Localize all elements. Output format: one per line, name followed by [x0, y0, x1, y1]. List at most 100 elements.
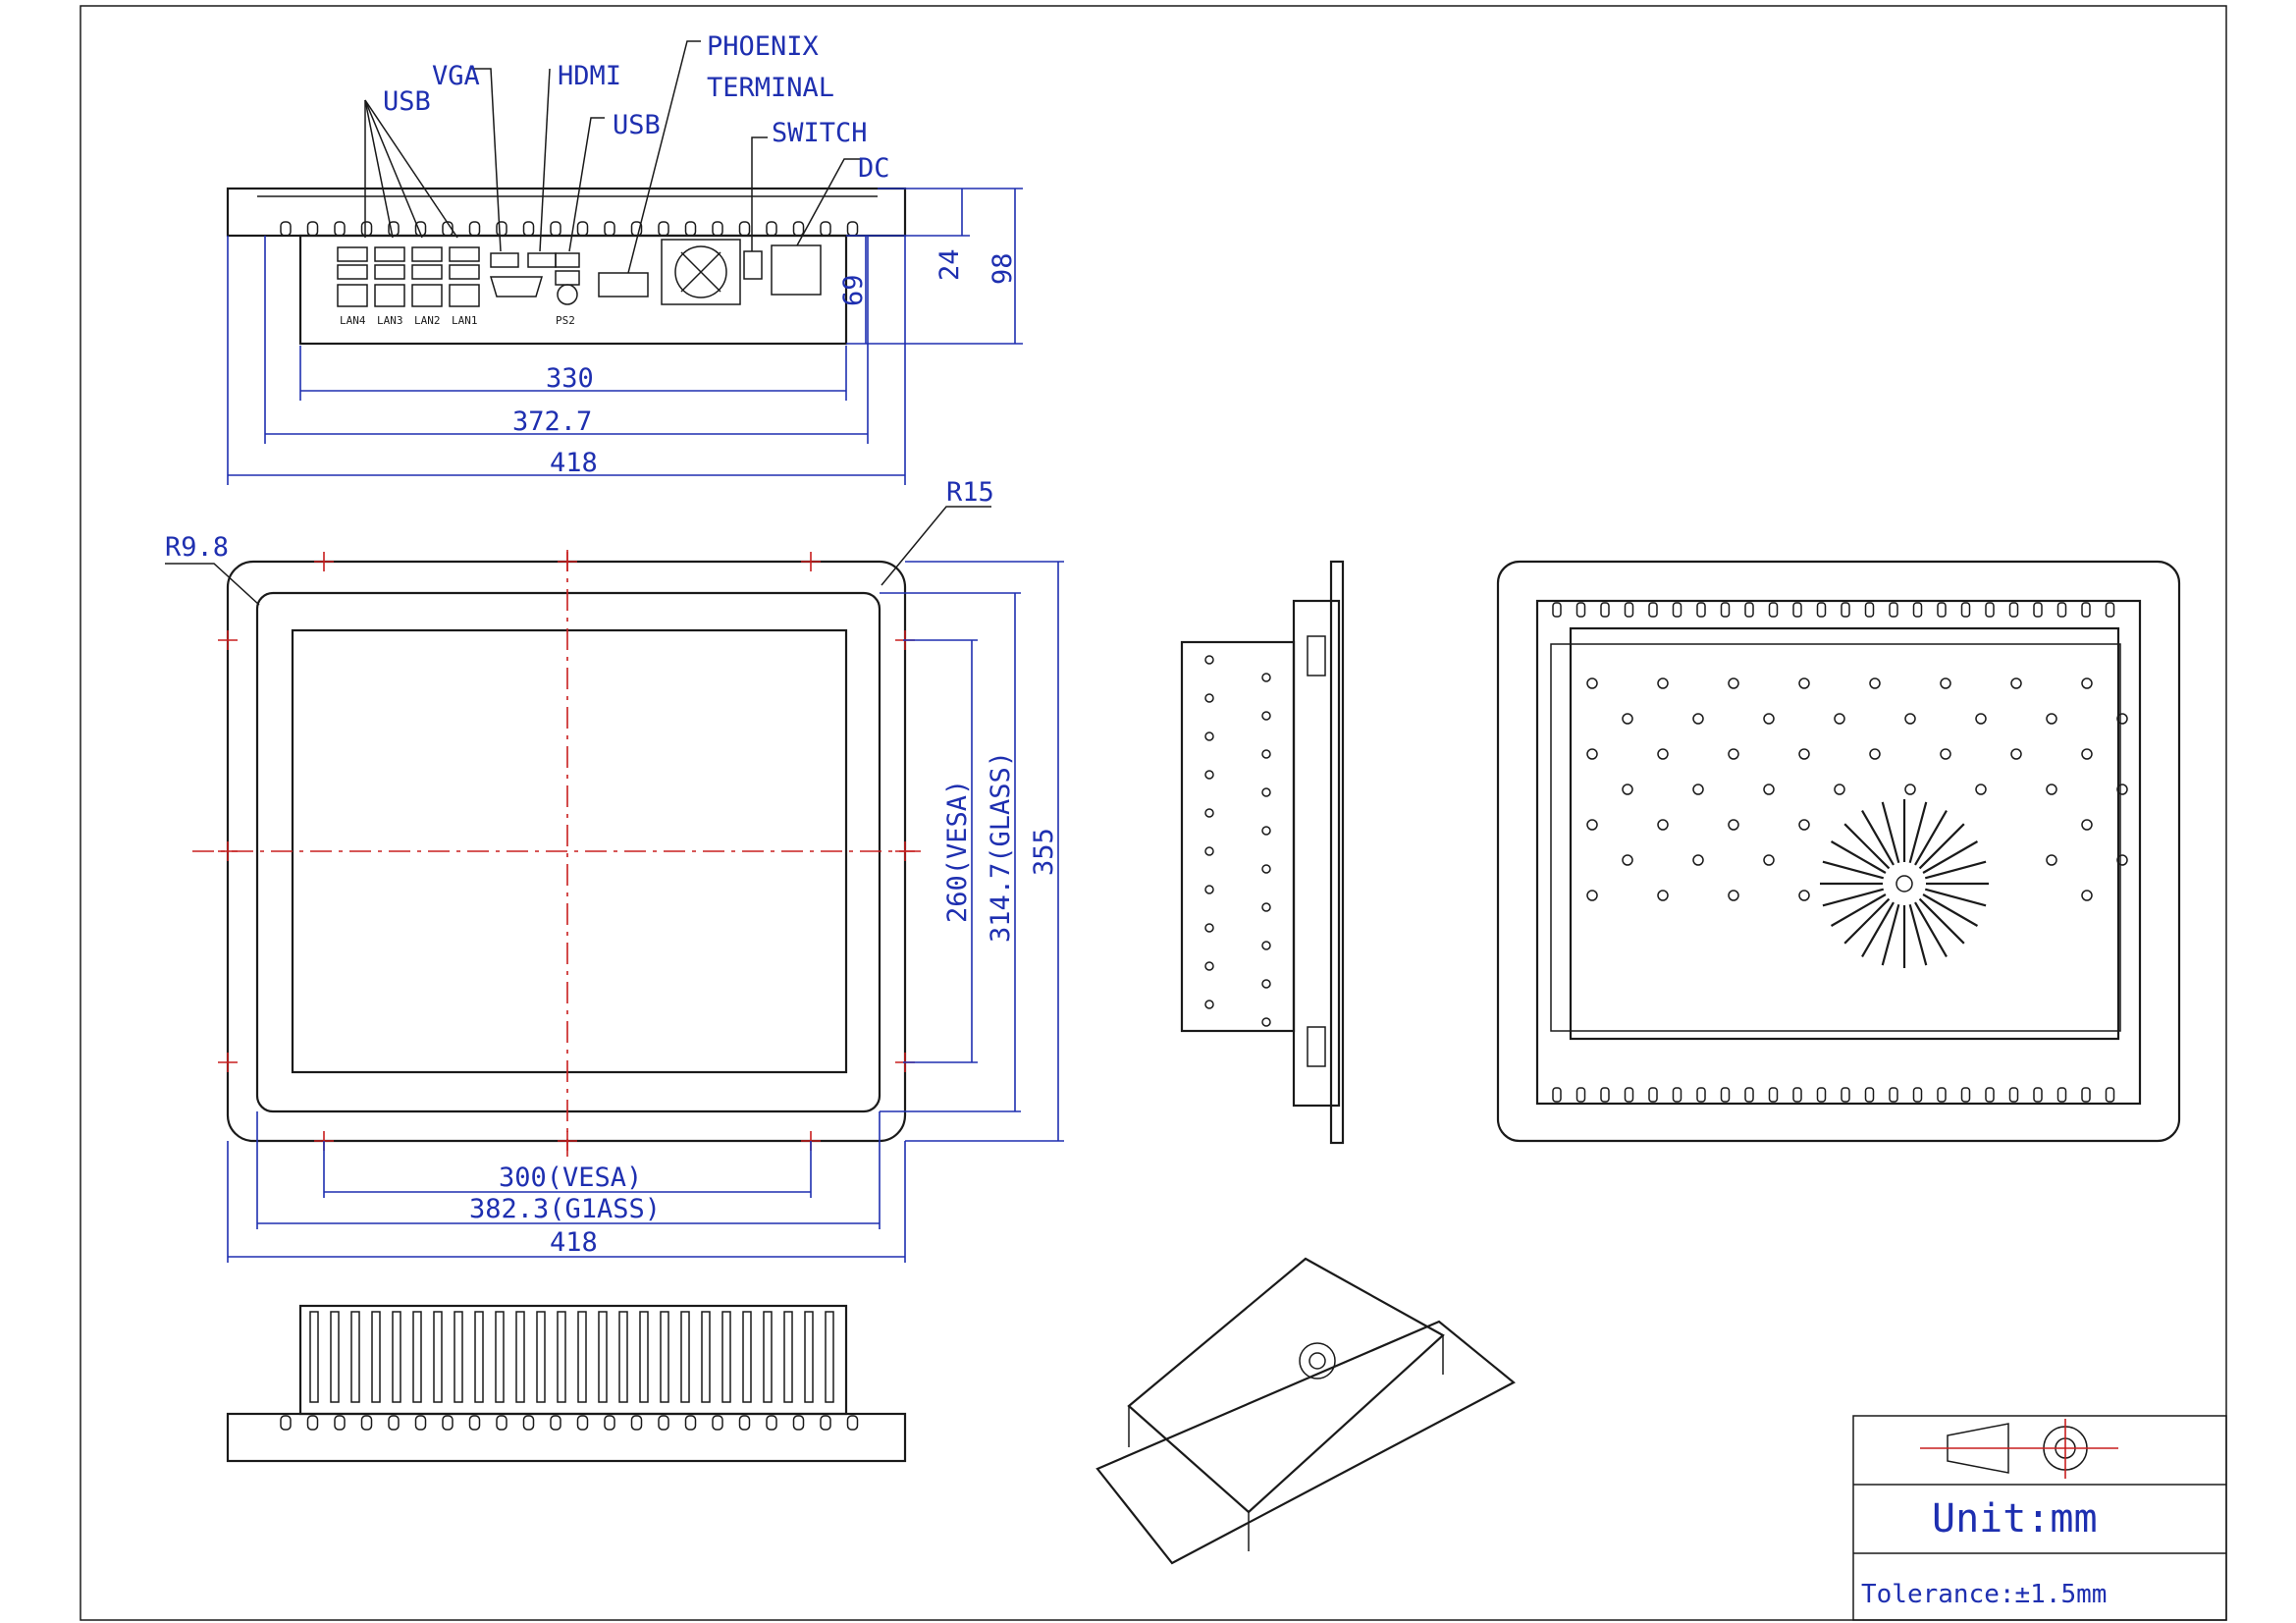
- rear-hole: [1975, 713, 1987, 725]
- rear-tab: [2056, 1087, 2067, 1103]
- rear-hole: [1834, 784, 1845, 795]
- bottom-fin: [639, 1311, 649, 1403]
- side-hole: [1204, 693, 1214, 703]
- rear-tab: [1864, 1087, 1875, 1103]
- rear-hole: [1692, 854, 1704, 866]
- rear-tab: [1912, 1087, 1923, 1103]
- rear-tab: [1648, 1087, 1658, 1103]
- bottom-fin: [783, 1311, 793, 1403]
- top-tab: [792, 221, 805, 237]
- dim-418-front: 418: [550, 1227, 598, 1258]
- bottom-tab: [738, 1415, 751, 1431]
- rear-hole: [1940, 677, 1951, 689]
- callout-switch: SWITCH: [772, 118, 868, 148]
- top-tab: [280, 221, 292, 237]
- rear-tab: [1552, 1087, 1562, 1103]
- rear-tab: [1624, 1087, 1634, 1103]
- side-hole: [1261, 787, 1271, 797]
- rear-hole: [1657, 748, 1669, 760]
- rear-hole: [1692, 784, 1704, 795]
- dim-vesa-h: 300(VESA): [499, 1163, 642, 1193]
- rear-hole: [2081, 819, 2093, 831]
- vent-slot: [1908, 801, 1928, 864]
- bottom-fin: [577, 1311, 587, 1403]
- rear-tab: [1552, 602, 1562, 618]
- rear-hole: [2116, 713, 2128, 725]
- top-tab: [846, 221, 859, 237]
- usb-port: [449, 246, 480, 262]
- rear-hole: [1657, 890, 1669, 901]
- bottom-tab: [846, 1415, 859, 1431]
- side-view-holes: [1204, 655, 1271, 1027]
- bottom-tab: [550, 1415, 561, 1431]
- side-view-body: [1180, 640, 1296, 1033]
- ps2-port: [557, 284, 578, 305]
- callout-phoenix-1: PHOENIX: [707, 31, 819, 62]
- rear-hole: [2046, 784, 2057, 795]
- hdmi-port-2: [527, 252, 557, 268]
- vent-slot: [1908, 903, 1928, 966]
- bottom-fin: [721, 1311, 731, 1403]
- rear-hole: [1869, 748, 1881, 760]
- rear-tab: [1816, 1087, 1827, 1103]
- rear-hole: [1904, 784, 1916, 795]
- vent-slot: [1861, 809, 1895, 866]
- rear-hole: [1798, 748, 1810, 760]
- bottom-tab: [522, 1415, 535, 1431]
- dim-glass-v: 314.7(GLASS): [986, 751, 1016, 943]
- rear-tab: [1600, 1087, 1610, 1103]
- top-tab: [334, 221, 346, 237]
- iso-body: [1127, 1257, 1445, 1514]
- side-hole: [1204, 731, 1214, 741]
- unit-label: Unit:mm: [1932, 1496, 2098, 1542]
- top-tab: [766, 221, 777, 237]
- rear-tab: [2008, 602, 2019, 618]
- rear-hole: [1657, 677, 1669, 689]
- sheet-border: [80, 5, 2227, 1621]
- dc-socket: [771, 244, 822, 296]
- rear-tab: [2105, 602, 2115, 618]
- top-tab: [630, 221, 643, 237]
- bottom-fin: [701, 1311, 711, 1403]
- top-tab: [684, 221, 697, 237]
- bottom-fin: [454, 1311, 463, 1403]
- dim-24: 24: [934, 248, 965, 281]
- side-hole: [1261, 941, 1271, 950]
- rear-tab: [1841, 602, 1850, 618]
- vent-slot: [1914, 809, 1948, 866]
- top-tab: [604, 221, 615, 237]
- rear-hole: [1798, 890, 1810, 901]
- vent-slot: [1822, 888, 1885, 907]
- rear-tab: [1816, 602, 1827, 618]
- dim-355: 355: [1029, 828, 1059, 876]
- rear-tab: [1720, 1087, 1731, 1103]
- dim-418-top: 418: [550, 448, 598, 478]
- bottom-tab: [468, 1415, 481, 1431]
- bottom-fin: [371, 1311, 381, 1403]
- rear-tab: [1864, 602, 1875, 618]
- top-tab: [306, 221, 319, 237]
- fan-icon: [674, 245, 727, 298]
- vent-slot: [1924, 860, 1987, 880]
- rear-hole: [2081, 748, 2093, 760]
- rear-tab: [1937, 1087, 1947, 1103]
- rear-hole: [1728, 819, 1739, 831]
- usb-port: [337, 264, 368, 280]
- rear-tab: [1624, 602, 1634, 618]
- bottom-fin: [742, 1311, 752, 1403]
- top-tab: [496, 221, 507, 237]
- rear-hole: [1763, 713, 1775, 725]
- rear-tab: [1600, 602, 1610, 618]
- lan-port: [449, 284, 480, 307]
- title-block: Unit:mm Tolerance:±1.5mm: [1852, 1415, 2227, 1621]
- bottom-tab: [414, 1415, 427, 1431]
- bottom-tab: [334, 1415, 346, 1431]
- rear-view-holes: [1586, 677, 2128, 901]
- rear-hole: [1728, 890, 1739, 901]
- bottom-tab: [658, 1415, 669, 1431]
- rear-hole: [1622, 784, 1633, 795]
- rear-tab: [2081, 1087, 2091, 1103]
- callout-r98: R9.8: [165, 532, 229, 563]
- top-tab: [576, 221, 589, 237]
- bottom-tab: [792, 1415, 805, 1431]
